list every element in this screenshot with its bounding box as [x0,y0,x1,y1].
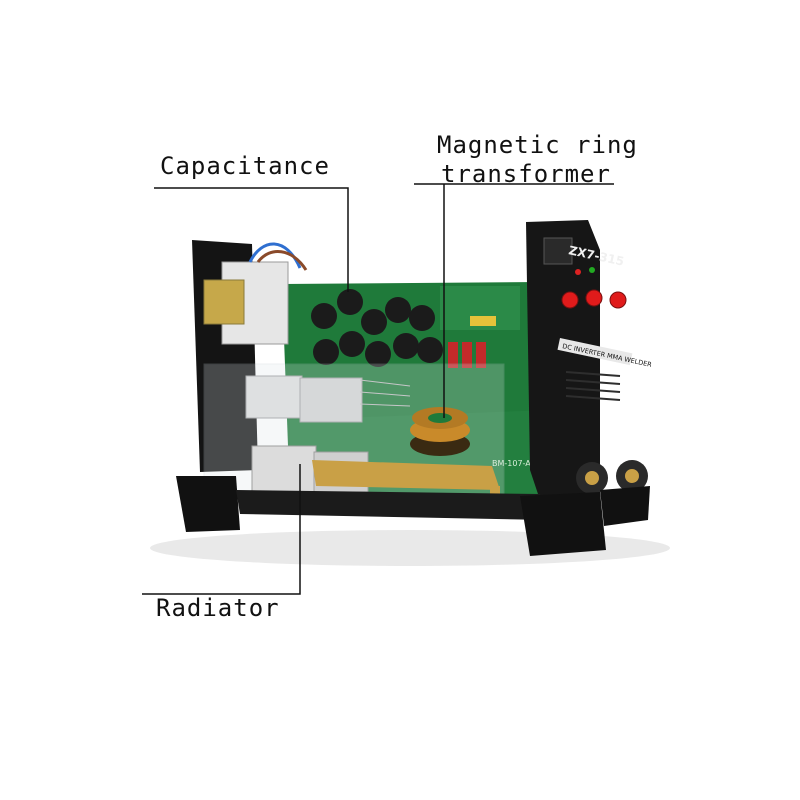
radiator-label: Radiator [156,594,280,622]
magnetic-ring-label: Magnetic ring [437,131,638,159]
lower-heatsink [251,445,317,493]
resistor [476,342,486,368]
status-led [589,267,595,273]
wire-brown [256,250,308,271]
input-relay [203,279,245,325]
capacitance-leader [154,187,349,292]
power-led [575,269,581,275]
front-foot-right [600,486,650,526]
base-rail [236,490,548,520]
upper-heatsink-left [245,375,303,419]
current-knob[interactable] [585,289,603,307]
front-foot [520,492,606,556]
upper-heatsink-right [299,377,363,423]
socket-contact [585,471,599,485]
hot-start-knob[interactable] [609,291,627,309]
brass-busbar [312,460,500,490]
heatsink-fins [359,379,411,407]
terminal-block [221,261,289,345]
resistor [448,342,458,368]
socket-contact [625,469,639,483]
front-panel [526,220,600,500]
capacitor-bank [311,289,443,367]
front-vents [565,371,621,401]
pcb-code-text: BM-107-A1 [492,459,536,468]
magnetic-ring-transformer [410,407,470,456]
radiator-leader [142,464,301,595]
callout-lines [142,183,614,595]
resistor [462,342,472,368]
board-label [470,316,496,326]
badge-plate [557,338,633,366]
arc-force-knob[interactable] [561,291,579,309]
display-window [543,237,573,265]
left-foot [176,476,240,532]
transformer-label: transformer [441,160,611,188]
capacitance-label: Capacitance [160,152,330,180]
